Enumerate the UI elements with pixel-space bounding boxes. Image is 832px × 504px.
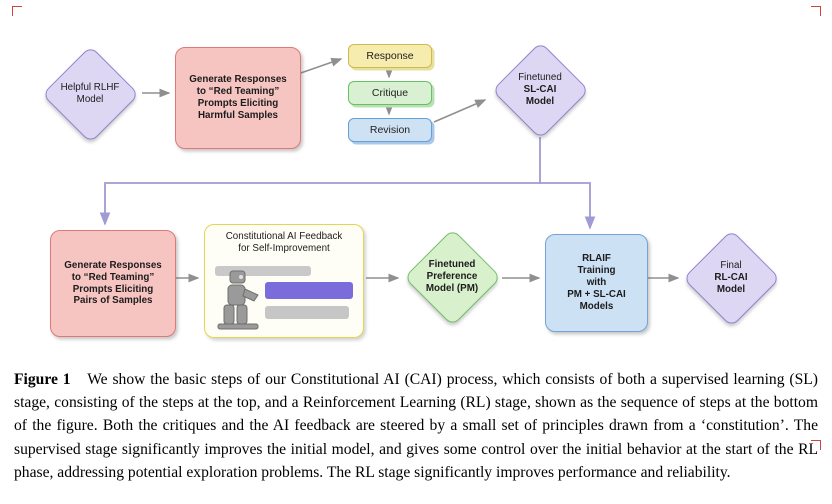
node-label-prefix: Finetuned (518, 72, 562, 84)
node-label: Generate Responses to “Red Teaming” Prom… (64, 259, 162, 307)
node-label: Response (366, 50, 414, 62)
node-finetuned-sl-cai-model: Finetuned SL-CAI Model (492, 42, 590, 140)
node-label: RLAIF Training with PM + SL-CAI Models (567, 253, 626, 312)
crop-mark (811, 6, 821, 16)
node-label: Finetuned SL-CAI Model (518, 72, 562, 108)
node-label: Finetuned Preference Model (PM) (426, 259, 478, 295)
feedback-sample-bar (265, 306, 349, 319)
node-generate-pairs-of-samples: Generate Responses to “Red Teaming” Prom… (50, 230, 176, 337)
robot-illustration (217, 270, 259, 330)
node-helpful-rlhf-model: Helpful RLHF Model (42, 46, 140, 144)
node-rlaif-training: RLAIF Training with PM + SL-CAI Models (545, 234, 648, 332)
node-generate-harmful-samples: Generate Responses to “Red Teaming” Prom… (175, 47, 301, 149)
node-revision-chip: Revision (348, 118, 432, 142)
node-label: Revision (369, 124, 411, 136)
crop-mark (811, 440, 821, 450)
node-constitutional-ai-feedback: Constitutional AI Feedback for Self-Impr… (204, 224, 364, 338)
node-label: Generate Responses to “Red Teaming” Prom… (189, 74, 287, 121)
node-label-text: Finetuned Preference Model (PM) (425, 259, 479, 294)
node-label: Final RL-CAI Model (714, 260, 747, 296)
node-response-chip: Response (348, 44, 432, 68)
figure-caption-label: Figure 1 (14, 370, 71, 388)
node-critique-chip: Critique (348, 81, 432, 105)
node-finetuned-preference-model: Finetuned Preference Model (PM) (404, 229, 502, 327)
feedback-title: Constitutional AI Feedback for Self-Impr… (225, 231, 343, 255)
node-label-prefix: Final (720, 260, 742, 272)
cai-process-diagram: Helpful RLHF Model Generate Responses to… (12, 6, 821, 338)
figure-caption: Figure 1 We show the basic steps of our … (14, 368, 818, 485)
feedback-sample-bar (215, 266, 311, 276)
node-label-main: RL-CAI Model (714, 272, 748, 295)
node-label-main: SL-CAI Model (523, 84, 557, 107)
crop-mark (12, 6, 22, 16)
figure-caption-text: We show the basic steps of our Constitut… (14, 370, 818, 482)
node-label: Helpful RLHF Model (61, 82, 120, 106)
node-final-rl-cai-model: Final RL-CAI Model (683, 230, 781, 328)
node-label: Critique (371, 87, 409, 99)
feedback-selected-bar (265, 282, 353, 299)
node-label-text: Helpful RLHF Model (60, 82, 120, 105)
